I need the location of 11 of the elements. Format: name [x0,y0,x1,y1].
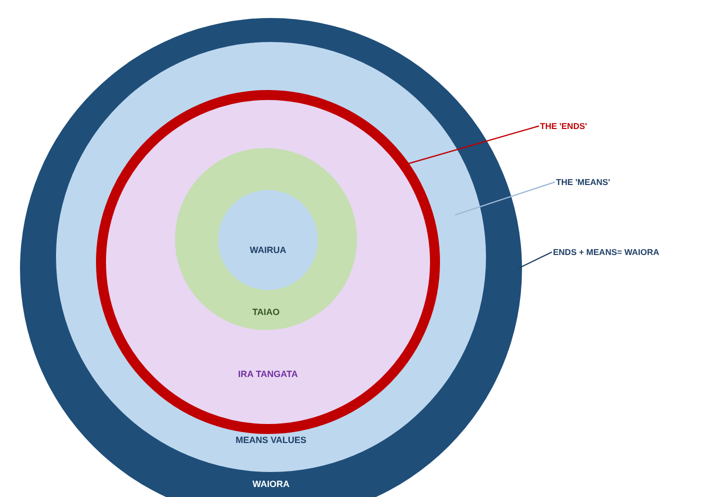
circle-label: WAIRUA [250,245,286,255]
callout-text: ENDS + MEANS= WAIORA [553,247,660,257]
circle-label: MEANS VALUES [236,435,306,445]
circle-label: IRA TANGATA [238,369,298,379]
circle-label: TAIAO [252,307,280,317]
leader-line [454,181,556,216]
leader-line [518,251,552,269]
callout-text: THE 'ENDS' [540,121,588,131]
circle-label: WAIORA [252,479,290,489]
callout-text: THE 'MEANS' [556,177,610,187]
leader-line [406,125,540,165]
